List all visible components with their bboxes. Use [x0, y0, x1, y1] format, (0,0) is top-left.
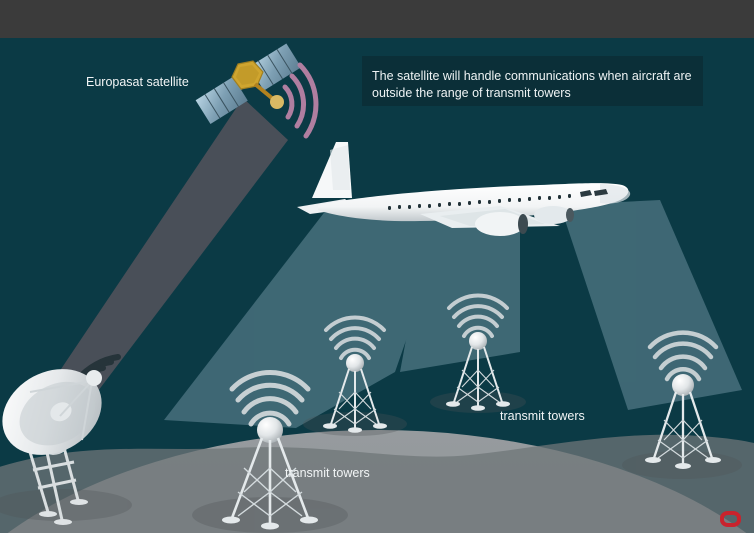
header-bar — [0, 0, 754, 38]
transmit-tower-right — [645, 330, 721, 469]
engine-far — [534, 206, 574, 224]
label-transmit-towers-left: transmit towers — [285, 466, 370, 480]
label-transmit-towers-right: transmit towers — [500, 409, 585, 423]
engine-near — [475, 212, 528, 236]
callout-text: The satellite will handle communications… — [372, 69, 692, 100]
solar-panel-right — [249, 43, 302, 91]
landmass-shape — [0, 434, 754, 533]
solar-panel-left — [195, 76, 248, 124]
ground-station-dish — [2, 354, 121, 525]
transmit-tower-front-left — [222, 370, 318, 530]
transmit-tower-mid-left — [323, 315, 387, 433]
label-europasat-satellite: Europasat satellite — [86, 75, 189, 89]
ground — [0, 430, 754, 533]
the-conversation-logo — [720, 511, 741, 527]
transmit-tower-mid-right — [446, 293, 510, 411]
europasat-satellite — [195, 43, 319, 139]
callout-box — [362, 56, 703, 106]
satellite-body — [231, 60, 264, 90]
tower-beam-1 — [164, 205, 432, 428]
aircraft — [297, 142, 631, 236]
satellite-signal-waves — [282, 62, 319, 139]
tower-beam-2 — [296, 208, 452, 428]
satellite-beam — [55, 98, 288, 395]
